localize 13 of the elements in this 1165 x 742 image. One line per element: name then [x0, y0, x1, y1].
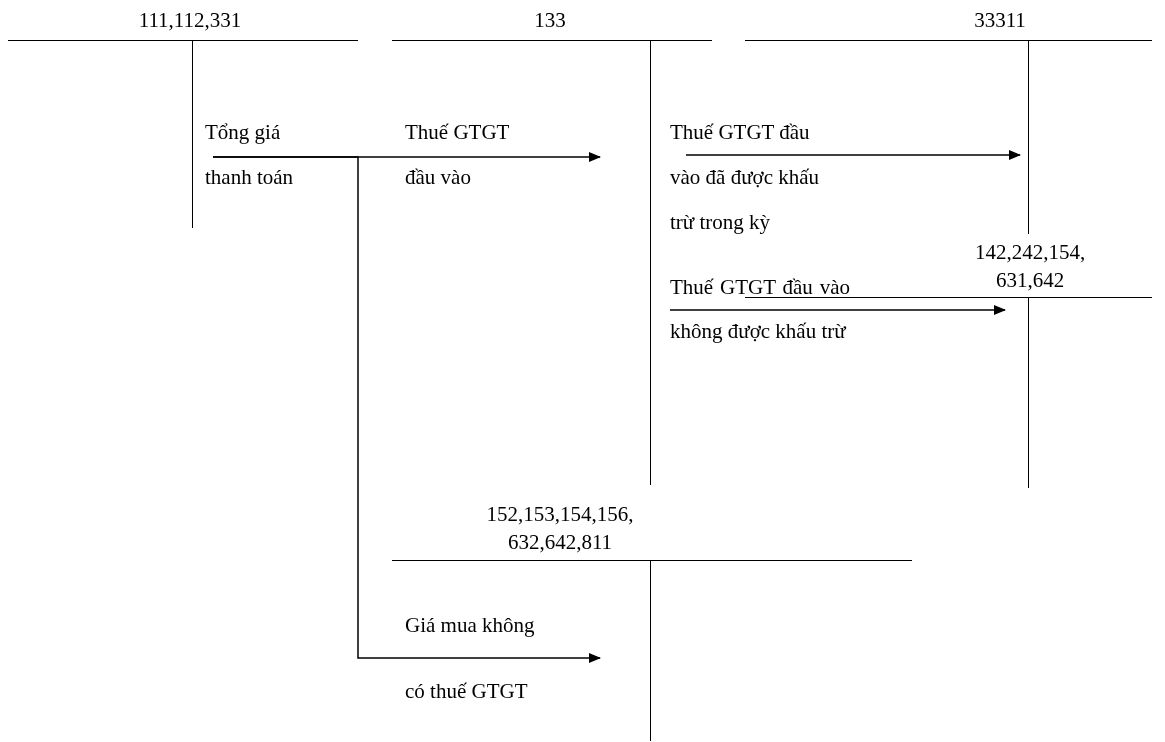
- note-text: Tổng giá thanh toán: [205, 119, 295, 191]
- edge-label: Thuế GTGT đầu vào không được khấu trừ: [670, 274, 850, 345]
- account-number: 152,153,154,156, 632,642,811: [485, 501, 635, 556]
- arrow: [669, 305, 1006, 315]
- account-number: 142,242,154, 631,642: [973, 239, 1087, 294]
- account-number: 33311: [973, 7, 1027, 34]
- edge-label: Giá mua không có thuế GTGT: [405, 612, 536, 705]
- edge-label: Thuế GTGT đầu vào: [405, 119, 510, 191]
- arrow: [212, 156, 601, 663]
- arrow: [685, 150, 1021, 160]
- account-number: 133: [533, 7, 567, 34]
- edge-label: Thuế GTGT đầu vào đã được khấu trừ trong kỳ: [670, 119, 821, 236]
- account-number: 111,112,331: [137, 7, 243, 34]
